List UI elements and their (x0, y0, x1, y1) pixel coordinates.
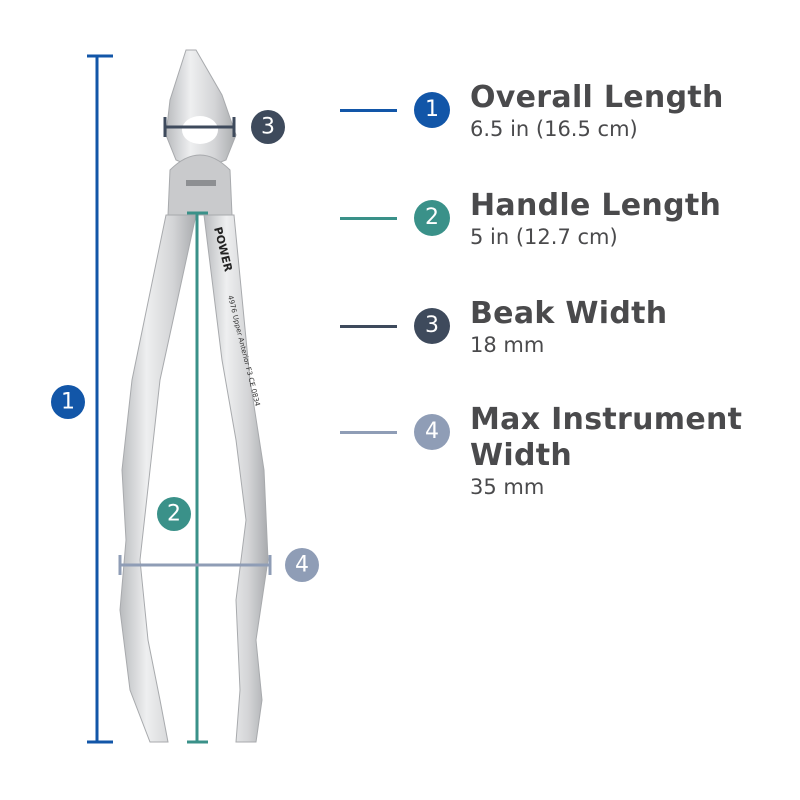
badge-3 (251, 110, 285, 144)
legend-line (340, 109, 397, 112)
max-width-dimension: 4 (118, 548, 319, 582)
forceps-image: POWER 4976 Upper Anterior F3 CE 0834 (119, 49, 269, 743)
badge-number: 2 (167, 502, 181, 527)
legend-text: Overall Length 6.5 in (16.5 cm) (470, 80, 780, 142)
badge-4: 4 (414, 414, 450, 450)
legend-line (340, 325, 397, 328)
badge-3: 3 (414, 308, 450, 344)
badge-number: 4 (295, 553, 309, 578)
legend-line (340, 431, 397, 434)
badge-1 (51, 385, 85, 419)
badge-number: 1 (61, 390, 75, 415)
legend-value: 35 mm (470, 475, 545, 499)
legend-line (340, 217, 397, 220)
legend-title: Handle Length (470, 188, 722, 223)
badge-2: 2 (414, 200, 450, 236)
handle-length-dimension: 2 (157, 211, 208, 744)
badge-number: 3 (261, 115, 275, 140)
overall-length-dimension: 1 (51, 54, 113, 744)
badge-2 (157, 497, 191, 531)
legend-value: 18 mm (470, 333, 545, 357)
legend-text: Max Instrument Width 35 mm (470, 402, 780, 500)
legend-text: Beak Width 18 mm (470, 296, 780, 358)
legend-title: Beak Width (470, 296, 668, 331)
badge-1: 1 (414, 92, 450, 128)
legend-value: 5 in (12.7 cm) (470, 225, 618, 249)
legend-text: Handle Length 5 in (12.7 cm) (470, 188, 780, 250)
badge-4 (285, 548, 319, 582)
legend-value: 6.5 in (16.5 cm) (470, 117, 638, 141)
beak-width-dimension: 3 (163, 110, 285, 144)
legend-title: Overall Length (470, 80, 724, 115)
legend-title: Max Instrument Width (470, 402, 743, 473)
